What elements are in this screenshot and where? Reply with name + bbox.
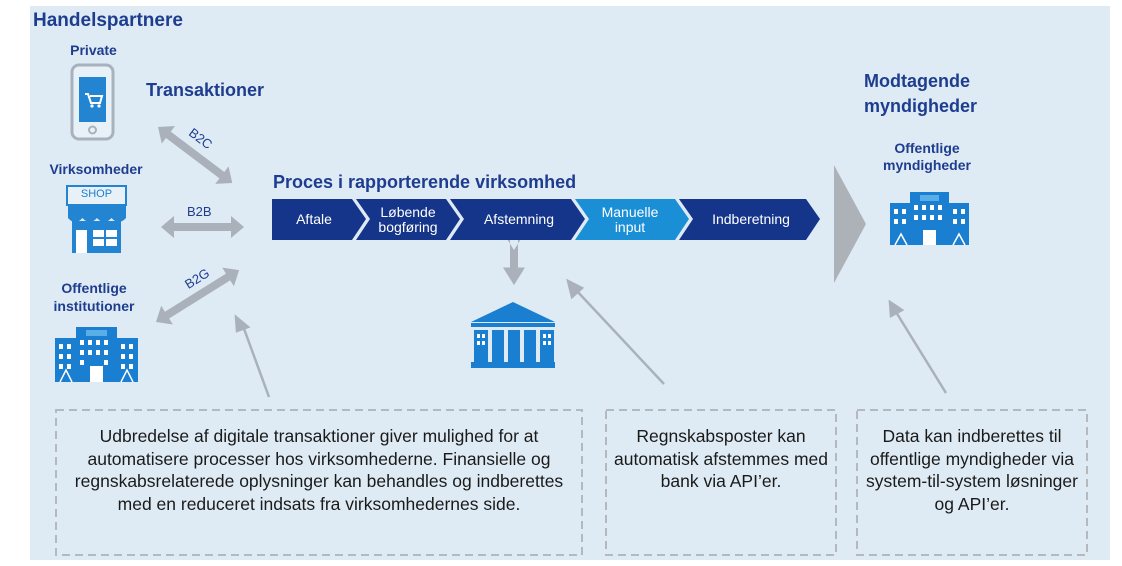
- transaction-arrows: [156, 126, 525, 325]
- transactions-heading: Transaktioner: [146, 80, 265, 100]
- step-manuelle-input: Manuelle input: [601, 203, 659, 235]
- note-box-bank: [605, 409, 837, 556]
- authorities-heading: Modtagende myndigheder: [864, 71, 978, 116]
- step-lobende-bogforing: Løbende bogføring: [378, 203, 438, 235]
- business-label: Virksomheder: [49, 161, 143, 177]
- private-label: Private: [70, 42, 117, 58]
- b2g-double-arrow: [156, 267, 240, 325]
- public-institution-building-icon: [55, 327, 138, 383]
- process-heading: Proces i rapporterende virksomhed: [273, 172, 577, 192]
- note-box-digital: [55, 409, 583, 556]
- process-chevrons: [272, 199, 820, 240]
- note-boxes: [55, 409, 1088, 556]
- step-aftale: Aftale: [296, 211, 332, 227]
- b2b-double-arrow: [161, 216, 244, 238]
- bank-double-arrow: [503, 232, 525, 286]
- smartphone-icon: [70, 63, 115, 141]
- note-api-reporting: Data kan indberettes til offentlige mynd…: [866, 426, 1078, 514]
- step-afstemning-shape: [450, 199, 585, 240]
- authorities-label: Offentlige myndigheder: [883, 140, 971, 173]
- step-aftale-shape: [272, 199, 366, 240]
- note-digital-transactions: Udbredelse af digitale transaktioner giv…: [74, 426, 564, 514]
- note-box-api: [856, 409, 1088, 556]
- note-pointers: [234, 278, 948, 398]
- public-authority-building-icon: [890, 192, 969, 246]
- b2b-label: B2B: [187, 204, 212, 219]
- public-institutions-label: Offentlige institutioner: [53, 280, 135, 314]
- shop-sign-text: SHOP: [80, 188, 113, 200]
- note-bank-reconciliation: Regnskabsposter kan automatisk afstemmes…: [614, 426, 828, 491]
- step-indberetning-shape: [679, 199, 820, 240]
- step-bogforing-shape: [356, 199, 460, 240]
- authority-chevron: [834, 165, 866, 283]
- step-manuelle-shape: [575, 199, 689, 240]
- bank-icon: [471, 302, 555, 368]
- b2c-double-arrow: [158, 126, 233, 184]
- step-indberetning: Indberetning: [712, 211, 790, 227]
- step-afstemning: Afstemning: [483, 211, 555, 227]
- shop-icon: [66, 185, 127, 253]
- partners-title: Handelspartnere: [33, 10, 183, 31]
